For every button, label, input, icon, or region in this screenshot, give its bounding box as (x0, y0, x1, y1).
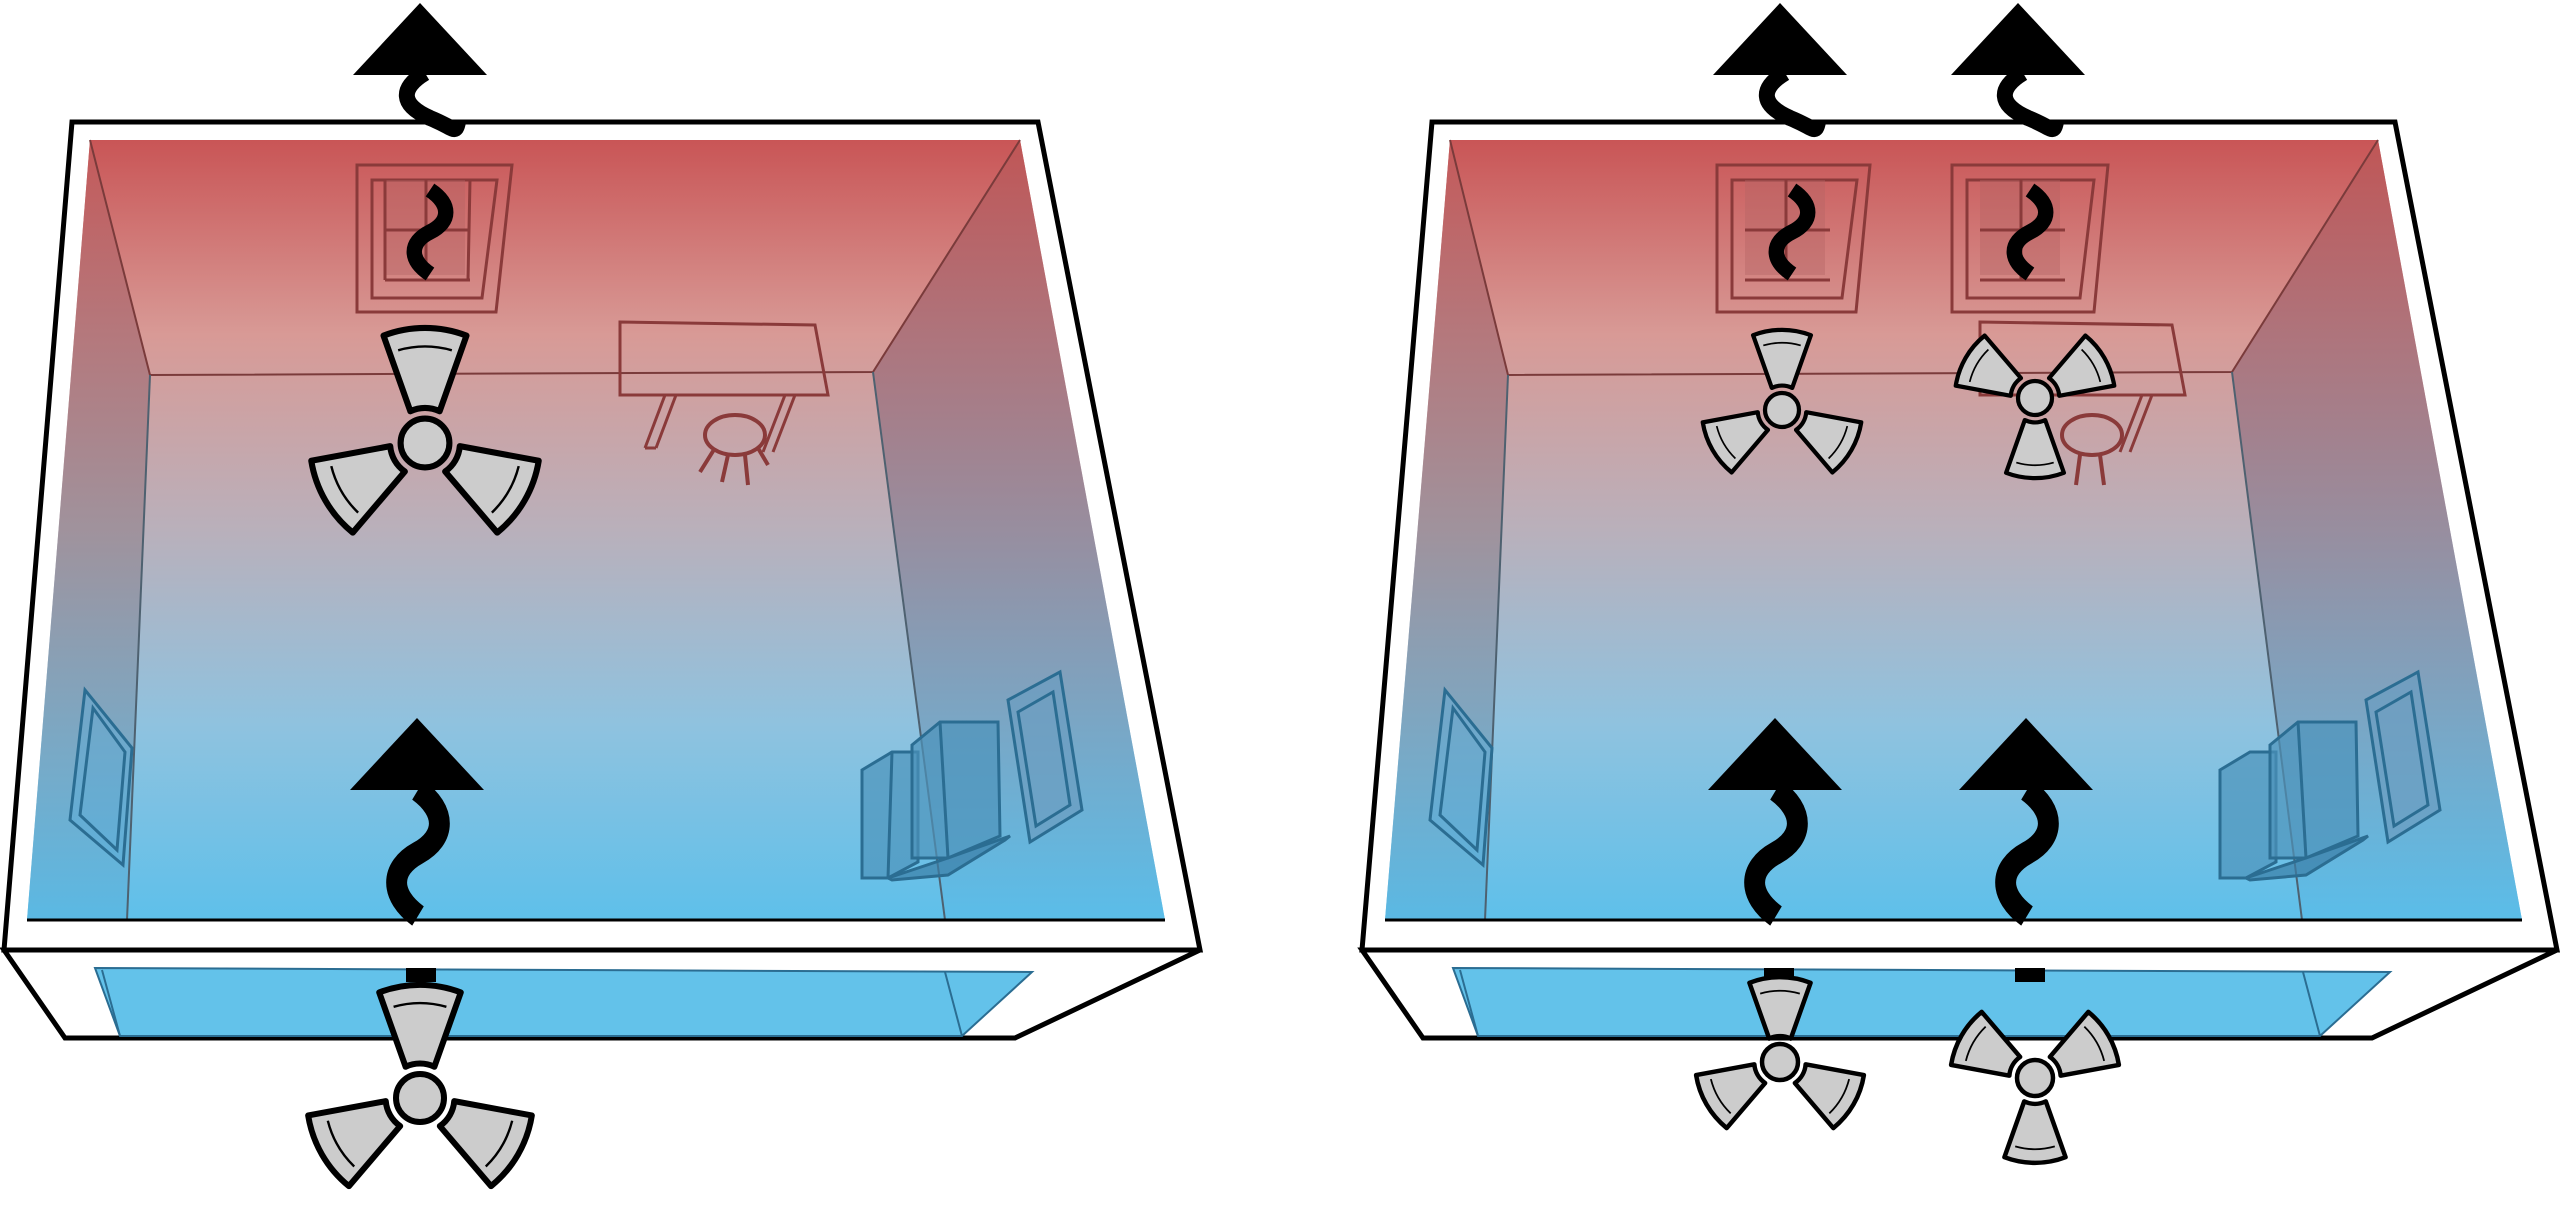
right-room-double-fan (1357, 3, 2560, 1163)
left-wall (27, 140, 150, 920)
stool-icon (2060, 413, 2124, 486)
up-arrow-icon (353, 3, 487, 75)
floor-plenum (1451, 966, 2393, 1037)
left-room-single-fan (0, 3, 1204, 1190)
computer-icon (860, 720, 1011, 882)
wavy-flow-icon (398, 66, 466, 138)
desk-icon (618, 320, 830, 453)
floor-plenum (93, 966, 1035, 1037)
wavy-flow-icon (1758, 66, 1826, 138)
room-interior (27, 140, 1165, 920)
door-icon (1428, 686, 1494, 869)
up-arrow-icon (1713, 3, 1847, 75)
up-arrow-icon (1951, 3, 2085, 75)
floor-vent-icon (1006, 669, 1084, 845)
left-wall (1385, 140, 1508, 920)
wavy-flow-icon (1996, 66, 2064, 138)
computer-icon (2218, 720, 2369, 882)
room-interior (1385, 140, 2522, 920)
stool-icon (698, 413, 770, 486)
door-icon (68, 686, 134, 869)
floor-vent-icon (2364, 669, 2442, 845)
